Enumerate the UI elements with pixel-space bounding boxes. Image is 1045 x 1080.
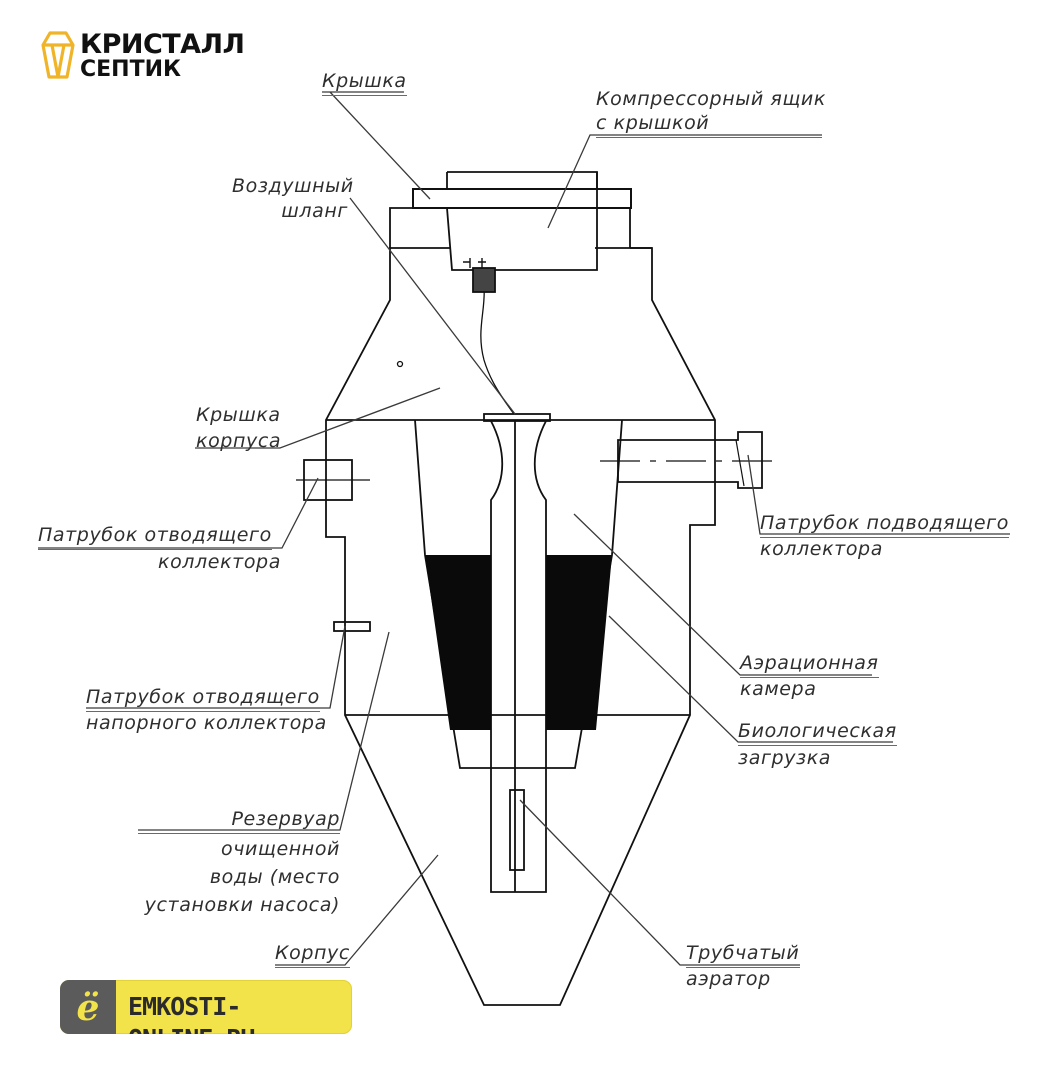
label-air-hose-2: шланг — [281, 200, 348, 222]
aerator-column — [490, 420, 547, 893]
brand-name: КРИСТАЛЛ — [80, 29, 245, 60]
label-compressor-box-2: с крышкой — [596, 110, 822, 138]
tube-aerator — [509, 789, 525, 871]
inlet-pipe — [617, 431, 763, 489]
brand-logo: КРИСТАЛЛ СЕПТИК — [40, 30, 280, 82]
label-aeration-1: Аэрационная — [740, 650, 879, 678]
label-cover: Крышка — [322, 68, 407, 96]
label-aerator-1: Трубчатый — [686, 940, 800, 968]
leader-cover — [322, 91, 431, 200]
aeration-chamber — [414, 419, 623, 769]
label-body-cover-2: корпуса — [196, 430, 282, 452]
site-url[interactable]: EMKOSTI-ONLINE.RU — [128, 992, 255, 1034]
leader-pressure — [86, 625, 346, 709]
label-outlet-pipe-1: Патрубок отводящего — [38, 522, 272, 550]
leader-body — [275, 854, 439, 966]
leader-air-hose — [349, 197, 516, 415]
site-badge[interactable]: ё EMKOSTI-ONLINE.RU — [60, 980, 352, 1034]
leader-outlet — [38, 477, 319, 549]
leader-aeration — [573, 513, 872, 676]
label-body-cover-1: Крышка — [196, 404, 281, 426]
label-inlet-pipe-2: коллектора — [760, 538, 883, 560]
label-reservoir-2: очищенной — [220, 838, 340, 860]
label-outlet-pipe-2: коллектора — [158, 551, 281, 573]
label-body: Корпус — [275, 940, 350, 968]
leader-compressor — [547, 134, 822, 229]
label-reservoir-4: установки насоса) — [144, 894, 340, 916]
leader-inlet — [747, 454, 1010, 535]
air-hose — [480, 285, 515, 415]
compressor-unit — [472, 267, 496, 293]
label-aeration-2: камера — [740, 678, 817, 700]
crystal-logo-icon — [41, 31, 75, 79]
neck-left — [389, 207, 414, 248]
label-pressure-outlet-1: Патрубок отводящего — [86, 684, 320, 712]
label-bio-load-1: Биологическая — [738, 718, 897, 746]
label-pressure-outlet-2: напорного коллектора — [86, 712, 327, 734]
label-air-hose-1: Воздушный — [232, 175, 354, 197]
label-compressor-box-1: Компрессорный ящик — [596, 88, 826, 110]
aerator-flange — [483, 413, 551, 422]
label-bio-load-2: загрузка — [738, 747, 832, 769]
biological-load — [425, 555, 491, 730]
leader-aerator — [519, 799, 800, 966]
label-aerator-2: аэратор — [686, 968, 771, 990]
label-inlet-pipe-1: Патрубок подводящего — [760, 510, 1009, 538]
e-letter-glyph: ё — [77, 987, 100, 1029]
pressure-outlet-pipe — [333, 621, 371, 632]
compressor-box — [446, 171, 598, 271]
e-letter-icon: ё — [60, 980, 116, 1034]
label-reservoir-3: воды (место — [209, 866, 340, 888]
tank-body-outline — [325, 247, 716, 1006]
leader-reservoir — [138, 631, 390, 831]
lid — [412, 188, 632, 209]
leader-bio — [608, 615, 893, 743]
label-reservoir-1: Резервуар — [138, 806, 340, 834]
leader-body-cover — [195, 387, 441, 449]
brand-subtitle: СЕПТИК — [80, 57, 181, 82]
